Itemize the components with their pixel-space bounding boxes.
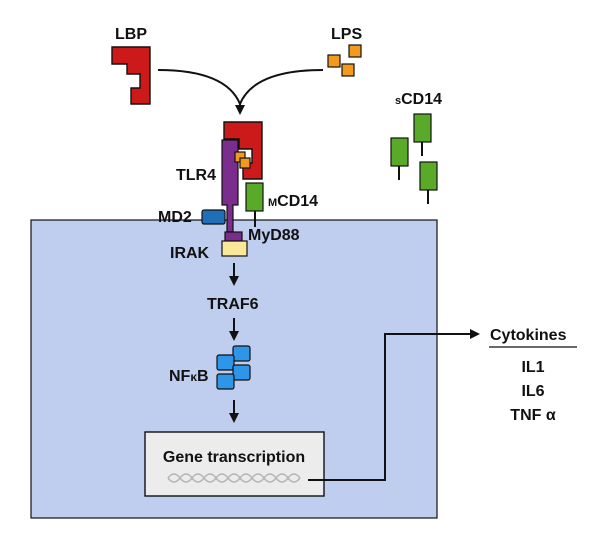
binding-arrow xyxy=(157,69,324,113)
md2-protein xyxy=(201,209,226,225)
scd14-molecules xyxy=(390,113,438,204)
lbp-protein xyxy=(111,46,151,105)
tlr4-label: TLR4 xyxy=(176,167,216,184)
myd88-protein xyxy=(224,231,243,242)
traf6-label: TRAF6 xyxy=(207,296,259,313)
lps-molecules xyxy=(327,44,362,77)
scd14-label: sCD14 xyxy=(395,91,442,108)
mcd14-label: MCD14 xyxy=(268,193,318,210)
irak-label: IRAK xyxy=(170,245,210,262)
output-arrow xyxy=(308,329,480,481)
gene-transcription-label: Gene transcription xyxy=(163,449,305,466)
cytokine-item: IL1 xyxy=(521,359,544,376)
cytokine-item: TNF α xyxy=(510,407,556,424)
lps-bound xyxy=(234,151,251,169)
myd88-label: MyD88 xyxy=(248,227,300,244)
lbp-bound xyxy=(223,121,263,180)
nfkb-complex xyxy=(216,345,251,390)
irak-protein xyxy=(221,240,248,257)
dna-helix xyxy=(167,473,301,483)
cytokine-item: IL6 xyxy=(521,383,544,400)
lps-label: LPS xyxy=(331,26,362,43)
lbp-label: LBP xyxy=(115,26,147,43)
gene-transcription-box xyxy=(144,431,325,497)
mcd14-receptor xyxy=(245,182,264,227)
cytokines-title: Cytokines xyxy=(490,327,567,344)
nfkb-label: NFκB xyxy=(169,368,209,385)
md2-label: MD2 xyxy=(158,209,192,226)
